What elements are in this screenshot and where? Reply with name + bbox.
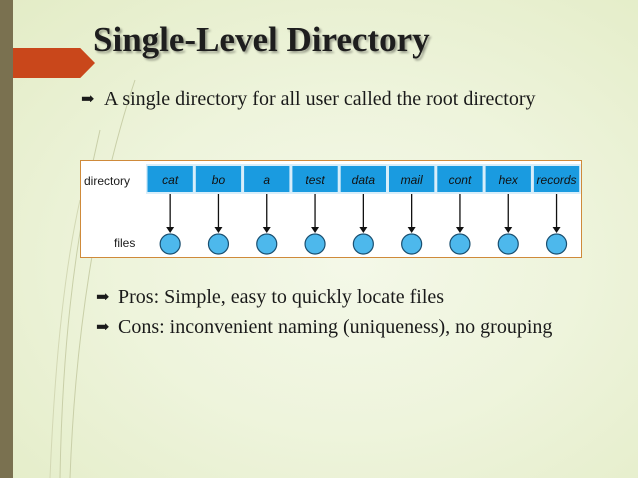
file-node	[497, 233, 519, 255]
pointer-arrowhead	[214, 227, 223, 233]
directory-entry-cell	[195, 166, 242, 192]
right-pointing-bullet-icon: ➡	[81, 91, 95, 108]
pointer-arrowhead	[455, 227, 464, 233]
right-pointing-bullet-icon: ➡	[96, 289, 110, 306]
right-pointing-bullet-icon: ➡	[96, 319, 110, 336]
directory-entry-label: hex	[499, 173, 519, 187]
file-node	[352, 233, 374, 255]
bullet-text: Pros: Simple, easy to quickly locate fil…	[118, 286, 445, 308]
file-node	[401, 233, 423, 255]
slide-title: Single-Level Directory	[93, 20, 430, 59]
pointer-arrowhead	[407, 227, 416, 233]
directory-entry-label: cat	[162, 173, 179, 187]
file-node	[207, 233, 230, 255]
pointer-arrowhead	[311, 227, 320, 233]
directory-entry-label: mail	[401, 173, 423, 187]
bullet-text: A single directory for all user called t…	[104, 88, 536, 110]
bullet-cons: ➡ Cons: inconvenient naming (uniqueness)…	[96, 316, 566, 339]
file-node	[304, 233, 326, 255]
files-label: files	[114, 236, 135, 250]
directory-entry-cell	[485, 166, 531, 192]
directory-entry-label: bo	[212, 173, 226, 187]
directory-entry-label: data	[352, 173, 376, 187]
pointer-arrowhead	[552, 227, 561, 233]
directory-entry-cell	[389, 166, 435, 192]
left-decorative-bar	[0, 0, 13, 478]
pointer-arrowhead	[359, 227, 368, 233]
file-node	[159, 233, 181, 255]
directory-entry-cell	[147, 166, 193, 192]
directory-entry-cell	[533, 166, 580, 192]
directory-entry-label: a	[263, 173, 270, 187]
title-accent-tab	[13, 48, 95, 78]
bullet-root-directory: ➡ A single directory for all user called…	[81, 88, 561, 111]
file-node	[256, 233, 278, 255]
directory-entry-cell	[244, 166, 290, 192]
pointer-arrowhead	[504, 227, 513, 233]
pointer-arrowhead	[166, 227, 175, 233]
pointer-arrowhead	[262, 227, 271, 233]
directory-label: directory	[84, 174, 130, 188]
directory-entry-cell	[437, 166, 483, 192]
directory-entry-cell	[292, 166, 338, 192]
directory-entry-label: records	[537, 173, 577, 187]
directory-entry-cell	[340, 166, 386, 192]
directory-entry-label: test	[305, 173, 325, 187]
single-level-directory-diagram: directory files cat bo a test data mail cont he…	[80, 160, 582, 258]
file-node	[545, 233, 568, 255]
file-node	[449, 233, 471, 255]
bullet-pros: ➡ Pros: Simple, easy to quickly locate f…	[96, 286, 566, 309]
directory-entry-label: cont	[449, 173, 472, 187]
bullet-text: Cons: inconvenient naming (uniqueness), …	[118, 316, 553, 338]
